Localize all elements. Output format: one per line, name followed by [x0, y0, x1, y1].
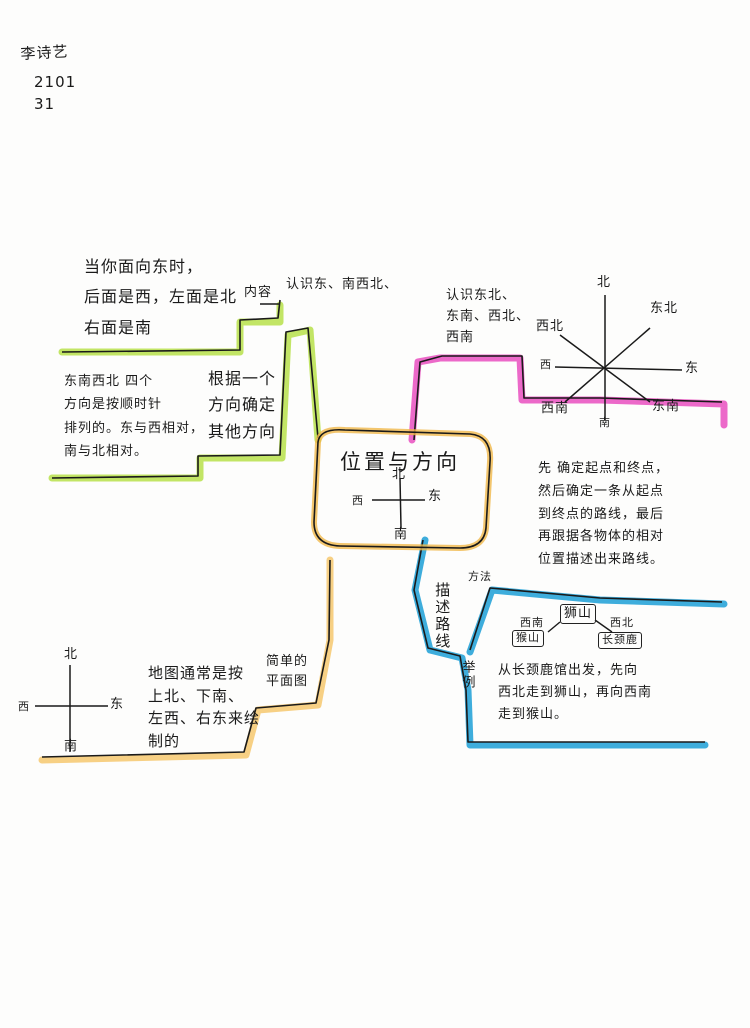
branch-four-content-label: 内容 [244, 285, 273, 300]
orange-branch-ink [41, 559, 331, 758]
route-map-monkey: 猴山 [512, 630, 544, 647]
route-lion-monkey-line [547, 621, 561, 633]
route-map-lion: 狮山 [560, 604, 597, 624]
branch-route-example-label: 举例 [459, 660, 475, 690]
compass8-nw-se-line [559, 334, 651, 403]
compass8-northwest: 西北 [536, 319, 565, 334]
center-compass-west: 西 [352, 494, 364, 507]
plan-compass-north: 北 [64, 647, 79, 662]
compass8-east: 东 [685, 361, 700, 376]
branch-plan-label: 简单的 平面图 [266, 654, 309, 689]
center-compass-south: 南 [394, 527, 409, 542]
branch-route-method-label: 方法 [468, 570, 492, 583]
green-branch-ink [51, 299, 319, 479]
compass8-southwest: 西南 [541, 401, 570, 416]
branch-route-example-text: 从长颈鹿馆出发，先向 西北走到狮山，再向西南 走到猴山。 [498, 663, 653, 723]
branch-route-method-text: 先 确定起点和终点， 然后确定一条从起点 到终点的路线，最后 再跟据各物体的相对… [538, 461, 670, 567]
compass8-north: 北 [597, 275, 612, 290]
author-class: 2101 [34, 73, 77, 91]
author-name: 李诗艺 [20, 42, 69, 63]
blue-branch-ink [413, 539, 723, 743]
center-compass-vertical [399, 477, 402, 529]
route-map-giraffe: 长颈鹿 [598, 632, 642, 649]
branch-four-order-text: 东南西北 四个 方向是按顺时针 排列的。东与西相对， 南与北相对。 [64, 374, 205, 460]
compass8-west: 西 [540, 358, 552, 371]
pink-branch-ink [413, 355, 723, 441]
orange-branch-highlight [38, 556, 334, 764]
branch-four-label: 认识东、南西北、 [286, 277, 399, 292]
compass8-ne-sw-line [564, 327, 651, 403]
branch-four-content-text: 当你面向东时， 后面是西，左面是北 右面是南 [84, 257, 238, 337]
branch-eight-label: 认识东北、 东南、西北、 西南 [446, 288, 531, 345]
route-map-dir-sw: 西南 [520, 616, 544, 629]
plan-compass-east: 东 [110, 697, 125, 712]
compass8-southeast: 东南 [652, 399, 681, 414]
center-title: 位置与方向 [340, 450, 460, 474]
branch-plan-text: 地图通常是按 上北、下南、 左西、右东来绘 制的 [148, 664, 261, 750]
route-lion-giraffe-line [594, 619, 613, 633]
branch-four-other-text: 根据一个 方向确定 其他方向 [208, 369, 277, 441]
compass8-northeast: 东北 [650, 301, 679, 316]
plan-compass-south: 南 [64, 739, 79, 754]
compass8-ew-line [554, 366, 683, 371]
route-map-dir-nw: 西北 [610, 616, 634, 629]
center-compass-east: 东 [428, 489, 443, 504]
branch-route-label: 描述路线 [433, 582, 452, 650]
center-compass-north: 北 [392, 467, 407, 482]
author-seat: 31 [34, 95, 56, 113]
compass8-south: 南 [599, 416, 611, 429]
blue-branch-highlight [411, 536, 728, 749]
plan-compass-west: 西 [18, 700, 30, 713]
